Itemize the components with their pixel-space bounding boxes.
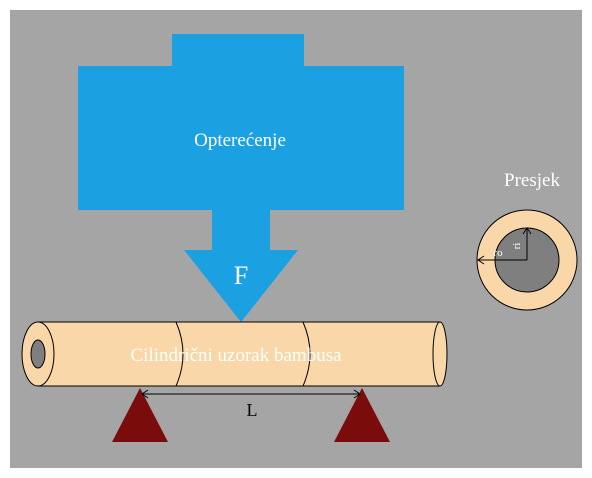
span-arrow-right	[353, 389, 361, 399]
down-arrow-icon	[184, 210, 298, 322]
load-label: Opterećenje	[194, 130, 286, 151]
cross-section-label: Presjek	[504, 170, 560, 191]
node-line-1	[175, 321, 184, 387]
node-line-2	[302, 321, 311, 387]
load-block	[78, 66, 404, 210]
triangle-support-icon	[334, 388, 390, 442]
outer-radius-label: ro	[493, 247, 503, 259]
span-arrow-left	[141, 389, 149, 399]
specimen-left-hole	[30, 339, 46, 369]
bamboo-specimen: Cilindrični uzorak bambusa	[21, 321, 448, 387]
outer-radius-arrow	[477, 255, 485, 265]
specimen-right-end	[432, 321, 448, 387]
specimen-label: Cilindrični uzorak bambusa	[130, 345, 342, 366]
load-block-top-plate	[172, 34, 304, 68]
triangle-support-icon	[112, 388, 168, 442]
specimen-body	[38, 322, 440, 386]
inner-radius-arrow	[522, 227, 532, 235]
inner-radius-label: ri	[511, 243, 523, 250]
span-label: L	[247, 400, 258, 420]
force-label: F	[234, 261, 248, 290]
